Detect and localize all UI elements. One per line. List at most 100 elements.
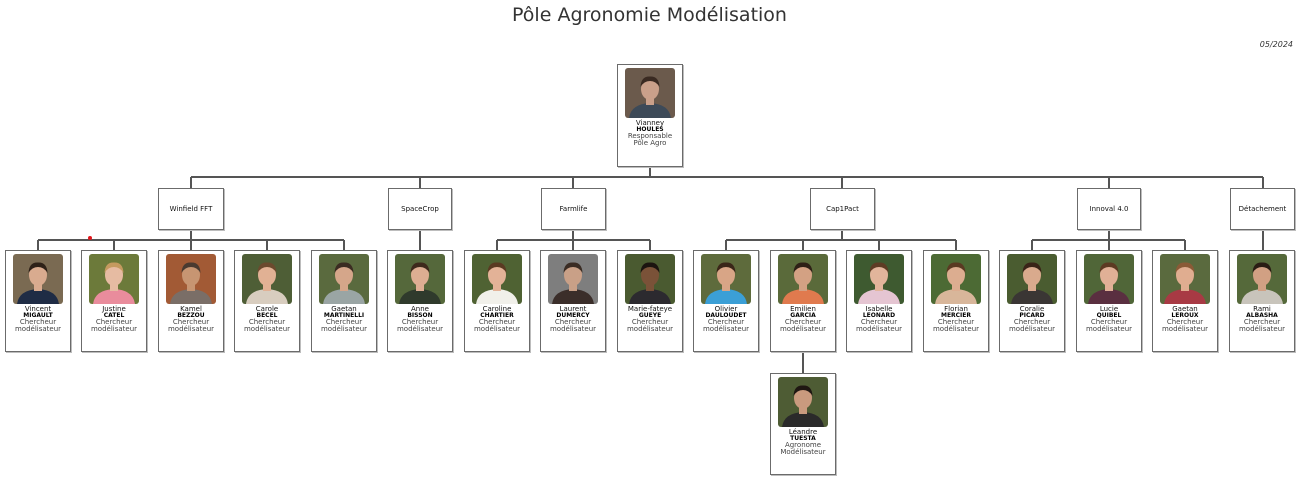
role: Chercheur modélisateur	[90, 318, 138, 333]
role: Responsable Pôle Agro	[627, 132, 673, 147]
last-name: LEROUX	[1171, 312, 1199, 319]
avatar	[242, 254, 292, 304]
team-label: Winfield FFT	[169, 205, 213, 213]
role: Chercheur modélisateur	[1161, 318, 1209, 333]
team-box-farmlife[interactable]: Farmlife	[541, 188, 606, 230]
avatar	[1084, 254, 1134, 304]
team-label: Détachement	[1238, 205, 1287, 213]
last-name: CATEL	[103, 312, 125, 319]
team-label: Innoval 4.0	[1089, 205, 1129, 213]
team-box-winfield[interactable]: Winfield FFT	[158, 188, 224, 230]
last-name: MIGAULT	[23, 312, 53, 319]
last-name: BECEL	[256, 312, 278, 319]
first-name: Léandre	[788, 428, 818, 436]
team-label: SpaceCrop	[401, 205, 439, 213]
chart-date: 05/2024	[1259, 40, 1293, 49]
first-name: Florian	[944, 305, 968, 313]
role: Chercheur modélisateur	[626, 318, 674, 333]
avatar	[319, 254, 369, 304]
team-box-spacecrop[interactable]: SpaceCrop	[388, 188, 452, 230]
last-name: DAULOUDET	[705, 312, 747, 319]
role: Chercheur modélisateur	[320, 318, 368, 333]
last-name: LEONARD	[862, 312, 896, 319]
role: Chercheur modélisateur	[473, 318, 521, 333]
first-name: Anne	[411, 305, 429, 313]
avatar	[1007, 254, 1057, 304]
last-name: BISSON	[407, 312, 433, 319]
role: Chercheur modélisateur	[779, 318, 827, 333]
avatar	[548, 254, 598, 304]
role: Chercheur modélisateur	[855, 318, 903, 333]
first-name: Laurent	[559, 305, 587, 313]
avatar	[472, 254, 522, 304]
last-name: BEZZOU	[177, 312, 205, 319]
avatar	[625, 254, 675, 304]
role: Chercheur modélisateur	[1008, 318, 1056, 333]
role: Chercheur modélisateur	[167, 318, 215, 333]
last-name: DUMERCY	[556, 312, 590, 319]
chart-title: Pôle Agronomie Modélisation	[512, 4, 787, 26]
role: Chercheur modélisateur	[243, 318, 291, 333]
first-name: Coralie	[1019, 305, 1045, 313]
team-box-detachement[interactable]: Détachement	[1230, 188, 1295, 230]
first-name: Marie-fateye	[627, 305, 673, 313]
avatar	[89, 254, 139, 304]
head-card[interactable]: Vianney HOULES Responsable Pôle Agro	[617, 64, 683, 167]
avatar	[778, 377, 828, 427]
last-name: CHARTIER	[480, 312, 514, 319]
first-name: Caroline	[482, 305, 512, 313]
first-name: Isabelle	[865, 305, 893, 313]
role: Chercheur modélisateur	[1085, 318, 1133, 333]
avatar	[1237, 254, 1287, 304]
team-box-innoval[interactable]: Innoval 4.0	[1077, 188, 1141, 230]
avatar	[931, 254, 981, 304]
first-name: Olivier	[714, 305, 738, 313]
last-name: HOULES	[636, 126, 664, 133]
avatar	[395, 254, 445, 304]
first-name: Gaetan	[331, 305, 357, 313]
first-name: Lucie	[1099, 305, 1119, 313]
team-label: Farmlife	[559, 205, 588, 213]
last-name: MERCIER	[940, 312, 972, 319]
last-name: GARCIA	[790, 312, 816, 319]
first-name: Kamel	[180, 305, 202, 313]
role: Agronome Modélisateur	[780, 441, 826, 456]
avatar	[13, 254, 63, 304]
team-box-cap1pact[interactable]: Cap1Pact	[810, 188, 875, 230]
first-name: Rami	[1253, 305, 1271, 313]
avatar	[854, 254, 904, 304]
avatar	[166, 254, 216, 304]
first-name: Emilien	[790, 305, 816, 313]
role: Chercheur modélisateur	[14, 318, 62, 333]
first-name: Vianney	[635, 119, 665, 127]
last-name: ALBASHA	[1246, 312, 1278, 319]
last-name: QUIBEL	[1096, 312, 1122, 319]
first-name: Justine	[102, 305, 126, 313]
role: Chercheur modélisateur	[702, 318, 750, 333]
role: Chercheur modélisateur	[396, 318, 444, 333]
avatar	[701, 254, 751, 304]
role: Chercheur modélisateur	[932, 318, 980, 333]
team-label: Cap1Pact	[826, 205, 859, 213]
avatar	[778, 254, 828, 304]
last-name: GUEYE	[638, 312, 662, 319]
first-name: Carole	[255, 305, 279, 313]
